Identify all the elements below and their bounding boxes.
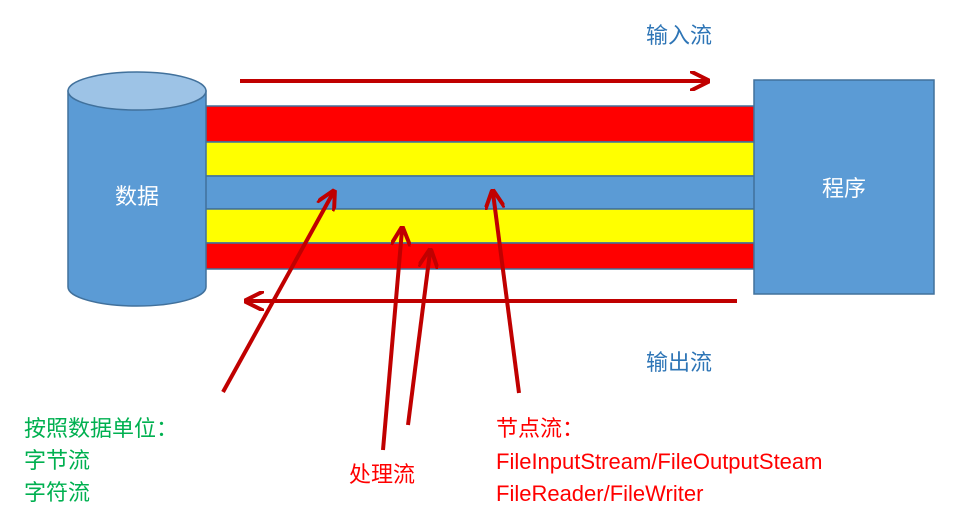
char-stream-label: 字符流 bbox=[24, 481, 91, 506]
node-stream-annotation: 节点流： FileInputStream/FileOutputSteam Fil… bbox=[496, 414, 822, 510]
pointer-arrow-processing-1 bbox=[381, 230, 402, 451]
data-node-text: 数据 bbox=[114, 185, 159, 210]
program-node-label: 程序 bbox=[754, 80, 934, 294]
cylinder-body bbox=[67, 90, 207, 307]
node-stream-title: 节点流： bbox=[496, 417, 585, 442]
byte-stream-label: 字节流 bbox=[24, 449, 91, 474]
program-node-text: 程序 bbox=[821, 177, 866, 202]
processing-stream-label: 处理流 bbox=[349, 463, 416, 488]
pointer-arrow-node-stream bbox=[493, 193, 521, 394]
output-flow-label: 输出流 bbox=[646, 351, 713, 376]
data-cylinder bbox=[67, 71, 207, 307]
pipe-stripe-blue-middle bbox=[204, 175, 756, 210]
pipe-stripe-red-bottom bbox=[204, 242, 756, 270]
pointer-arrow-data-unit bbox=[221, 193, 333, 393]
pointer-arrow-processing-2 bbox=[406, 252, 430, 426]
classify-by-unit-annotation: 按照数据单位： 字节流 字符流 bbox=[24, 414, 178, 510]
data-node-label: 数据 bbox=[68, 150, 206, 240]
pipe-stripe-yellow-top bbox=[204, 141, 756, 177]
program-box bbox=[753, 79, 935, 295]
input-flow-label: 输入流 bbox=[646, 24, 713, 49]
stream-pipe bbox=[204, 105, 756, 270]
cylinder-top bbox=[67, 71, 207, 111]
file-stream-classes-label: FileInputStream/FileOutputSteam bbox=[496, 449, 823, 474]
pipe-stripe-red-top bbox=[204, 105, 756, 143]
classify-by-unit-title: 按照数据单位： bbox=[24, 417, 179, 442]
pipe-stripe-yellow-bottom bbox=[204, 208, 756, 244]
file-reader-writer-label: FileReader/FileWriter bbox=[496, 481, 704, 506]
